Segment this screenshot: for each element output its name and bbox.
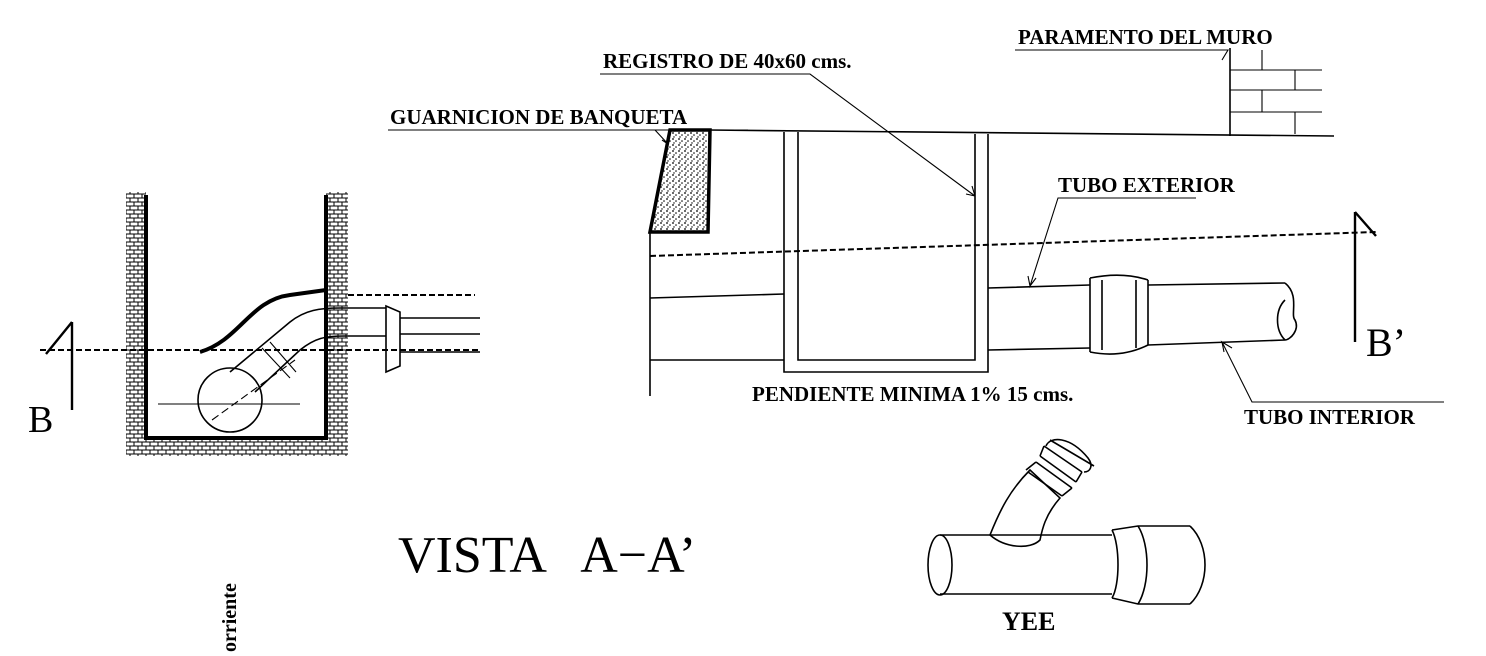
label-tubo-exterior: TUBO EXTERIOR (1058, 173, 1236, 197)
section-arrow-b-prime (1353, 211, 1377, 342)
outgoing-pipe (400, 317, 480, 353)
view-title: VISTA A−A’ (398, 527, 696, 584)
vista-a-view: B’ PARAMENTO DEL MURO REGISTRO DE 40x60 … (388, 25, 1444, 429)
section-label-b: B (28, 399, 53, 441)
main-pipe-section (197, 367, 263, 433)
bell-end (385, 304, 401, 374)
wall-bricks (1230, 50, 1322, 134)
left-wall-hatch (126, 192, 146, 454)
yee-outlet-bell (1111, 525, 1206, 605)
yee-branch (989, 468, 1062, 548)
yee-inlet-end (927, 534, 953, 596)
ground-dashed-line (649, 231, 1377, 257)
label-yee: YEE (1002, 607, 1055, 636)
pipe-coupling (1089, 274, 1149, 355)
yee-branch-cap (1045, 438, 1095, 473)
leader-paramento (1015, 49, 1229, 61)
label-tubo-interior: TUBO INTERIOR (1244, 405, 1416, 429)
yee-main-body (940, 525, 1190, 605)
elbow-axis (211, 359, 296, 421)
leader-registro (600, 73, 976, 197)
ground-left (649, 232, 785, 396)
registro-box (783, 132, 989, 373)
label-pendiente: PENDIENTE MINIMA 1% 15 cms. (752, 382, 1073, 406)
label-registro: REGISTRO DE 40x60 cms. (603, 49, 852, 73)
section-label-b-prime: B’ (1366, 320, 1406, 365)
elbow-pipe (229, 307, 386, 393)
sidewalk-line (707, 129, 1335, 137)
registro-box-outline (144, 195, 328, 440)
soil-curve (199, 288, 327, 354)
leader-guarnicion (388, 129, 748, 145)
leader-tubo-interior (1220, 340, 1444, 403)
yee-branch-collar (1025, 445, 1083, 497)
label-corriente: orriente (219, 583, 241, 652)
label-paramento: PARAMENTO DEL MURO (1018, 25, 1273, 49)
yee-fitting: YEE (927, 438, 1206, 636)
section-b-view: B (28, 192, 480, 456)
label-guarnicion: GUARNICION DE BANQUETA (390, 105, 688, 129)
pipe-outer (650, 282, 1286, 361)
elbow-coupling (261, 341, 297, 379)
leader-tubo-exterior (1027, 197, 1196, 289)
floor-hatch (126, 436, 348, 456)
pipe-end (1276, 282, 1298, 341)
right-wall-hatch (326, 192, 348, 454)
section-arrow-b (45, 321, 74, 410)
guarnicion-curb (647, 128, 712, 234)
